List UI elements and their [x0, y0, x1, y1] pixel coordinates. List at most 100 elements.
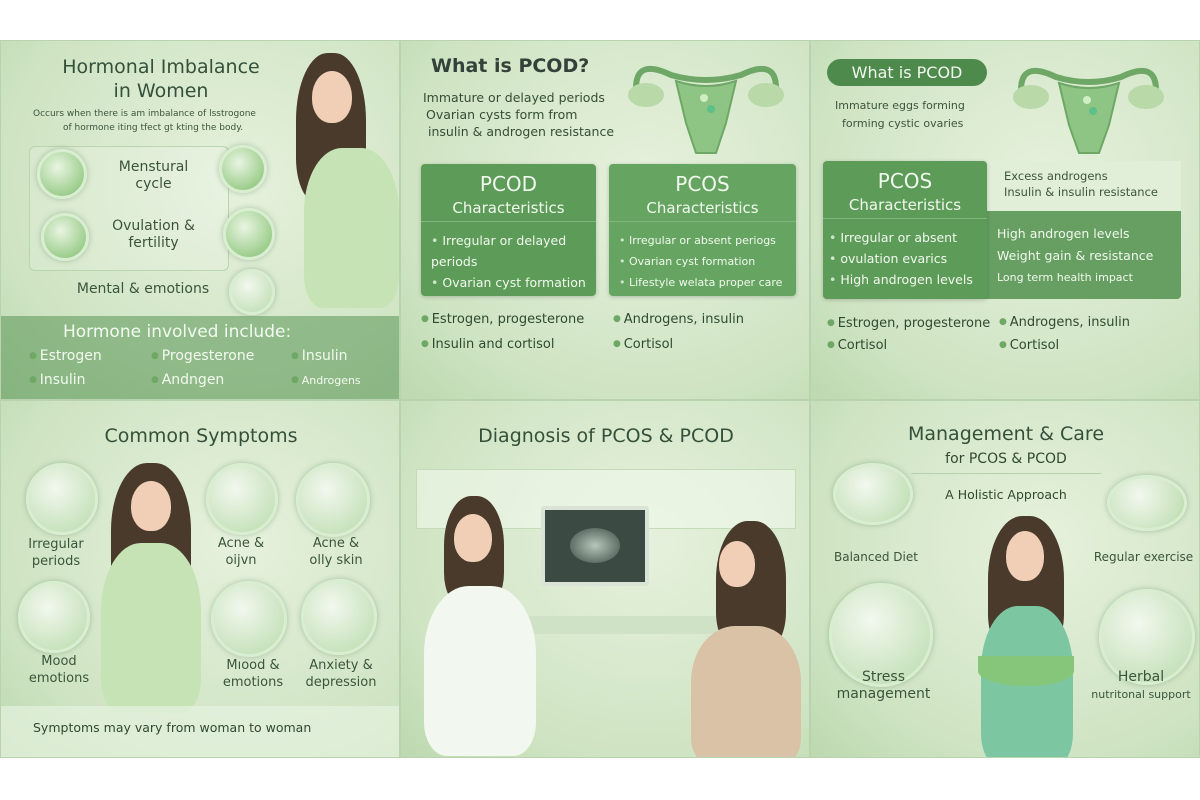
hormone-bullet: Cortisol	[999, 338, 1059, 353]
item-label: Ovulation &	[112, 218, 195, 234]
box-item: Ovarian cyst formation	[431, 272, 586, 293]
management-title: Management & Care	[907, 423, 1105, 445]
symptom-label: Mıood &	[226, 658, 280, 673]
symptom-label: Mood	[41, 654, 77, 669]
clock-icon	[829, 583, 933, 687]
face-icon	[296, 463, 370, 537]
care-label: nutritonal support	[1091, 688, 1191, 701]
symptom-label: emotions	[222, 675, 284, 690]
woman-illustration	[286, 53, 399, 308]
pcod-title: What is PCOD?	[431, 55, 590, 77]
hormone-item: Insulin	[29, 372, 86, 388]
anxiety-icon	[301, 579, 377, 655]
hormone-bullet: Insulin and cortisol	[421, 337, 555, 352]
box-item: Irregular or absent periogs	[619, 230, 786, 251]
uterus-icon	[628, 65, 784, 154]
hormonal-imbalance-panel: Hormonal Imbalance in Women Occurs when …	[0, 40, 400, 400]
woman-profile-icon	[211, 581, 287, 657]
supplement-icon	[1107, 475, 1187, 531]
care-label: Herbal	[1117, 669, 1165, 685]
side-item: Weight gain & resistance	[997, 248, 1154, 263]
item-label: Menstural	[118, 159, 189, 175]
box-item: Irregular or delayed periods	[431, 230, 586, 272]
hormone-bullet: Cortisol	[827, 338, 887, 353]
hormone-item: Androgens	[291, 374, 361, 387]
box-title: PCOS	[877, 169, 933, 193]
hormone-item: Progesterone	[151, 348, 255, 364]
subtitle: of hormone iting tfect gt kting the body…	[63, 123, 244, 133]
hormone-bullet: Androgens, insulin	[613, 312, 744, 327]
hormone-bullet: Cortisol	[613, 337, 673, 352]
hormone-item: Andngen	[151, 372, 225, 388]
title-line: Hormonal Imbalance	[62, 56, 260, 78]
common-symptoms-panel: Common Symptoms Irregular periods Acne & o…	[0, 400, 400, 758]
care-label: Balanced Diet	[834, 550, 918, 564]
symptom-label: oijvn	[225, 553, 257, 568]
side-item: Long term health impact	[997, 271, 1133, 284]
cells-icon	[219, 145, 267, 193]
box-item: Irregular or absent	[829, 227, 981, 248]
symptom-label: Irregular	[28, 537, 84, 552]
doctor-illustration	[416, 496, 536, 756]
item-label: Mental & emotions	[76, 281, 210, 297]
pcos-characteristics-box: PCOS Characteristics Irregular or absento…	[823, 161, 987, 299]
side-text: Insulin & insulin resistance	[1004, 185, 1158, 199]
item-label: fertility	[128, 235, 179, 251]
box-subtitle: Characteristics	[452, 199, 565, 217]
care-label: Stress	[861, 669, 906, 685]
symptom-label: Anxiety &	[309, 658, 373, 673]
box-item: High androgen levels	[829, 269, 981, 290]
symptom-label: Acne &	[312, 536, 360, 551]
care-label: management	[836, 686, 931, 702]
pcod-line: insulin & androgen resistance	[428, 124, 615, 139]
care-label: Regular exercise	[1093, 550, 1194, 564]
pcod-line: Ovarian cysts form from	[426, 107, 578, 122]
what-is-pcod-pill: What is PCOD	[827, 59, 987, 86]
box-subtitle: Characteristics	[848, 196, 962, 214]
hormone-item: Insulin	[291, 348, 348, 364]
menstrual-icon	[37, 149, 87, 199]
title-line: in Women	[113, 80, 209, 102]
moon-icon	[41, 213, 89, 261]
divider	[911, 473, 1101, 474]
uterus-icon	[1013, 67, 1164, 154]
hormone-bullet: Androgens, insulin	[999, 315, 1130, 330]
embryo-icon	[223, 208, 275, 260]
pcod-characteristics-box: PCOD Characteristics Irregular or delayed…	[421, 164, 596, 296]
side-text: Excess androgens	[1004, 169, 1108, 183]
hormone-bullet: Estrogen, progesterone	[827, 316, 990, 331]
side-text-bg	[987, 161, 1181, 211]
salad-bowl-icon	[833, 463, 913, 525]
symptoms-footer: Symptoms may vary from woman to woman	[33, 720, 312, 735]
woman-with-salad-illustration	[966, 516, 1086, 757]
hormone-bullet: Estrogen, progesterone	[421, 312, 584, 327]
pcod-line: Immature or delayed periods	[423, 90, 605, 105]
woman-illustration	[101, 463, 206, 713]
symptom-label: periods	[31, 554, 81, 569]
diagnosis-panel: Diagnosis of PCOS & PCOD	[400, 400, 810, 758]
pcod2-line: forming cystic ovaries	[842, 117, 964, 130]
box-item: Lifestyle welata proper care	[619, 272, 786, 293]
side-item: High androgen levels	[997, 226, 1130, 241]
box-title: PCOS	[675, 172, 730, 196]
diagnosis-title: Diagnosis of PCOS & PCOD	[478, 425, 734, 447]
symptoms-title: Common Symptoms	[104, 425, 298, 447]
box-title: PCOD	[479, 172, 538, 196]
hormone-item: Estrogen	[29, 348, 102, 364]
box-item: ovulation evarics	[829, 248, 981, 269]
cell-icon	[229, 269, 275, 315]
acne-icon	[206, 463, 278, 535]
approach-label: A Holistic Approach	[945, 487, 1067, 502]
side-items: High androgen levels Weight gain & resis…	[997, 223, 1153, 289]
symptom-label: olly skin	[309, 553, 363, 568]
hormones-band: Hormone involved include: Estrogen Proge…	[1, 316, 399, 399]
calendar-icon	[26, 463, 98, 535]
pcod2-line: Immature eggs forming	[835, 99, 965, 112]
symptom-label: depression	[305, 675, 377, 690]
footer-band: Symptoms may vary from woman to woman	[1, 706, 399, 757]
what-is-pcod-panel: What is PCOD? Immature or delayed period…	[400, 40, 810, 400]
box-item: Ovarian cyst formation	[619, 251, 786, 272]
symptom-label: emotions	[28, 671, 90, 686]
management-panel: Management & Care for PCOS & PCOD A Holi…	[810, 400, 1200, 758]
